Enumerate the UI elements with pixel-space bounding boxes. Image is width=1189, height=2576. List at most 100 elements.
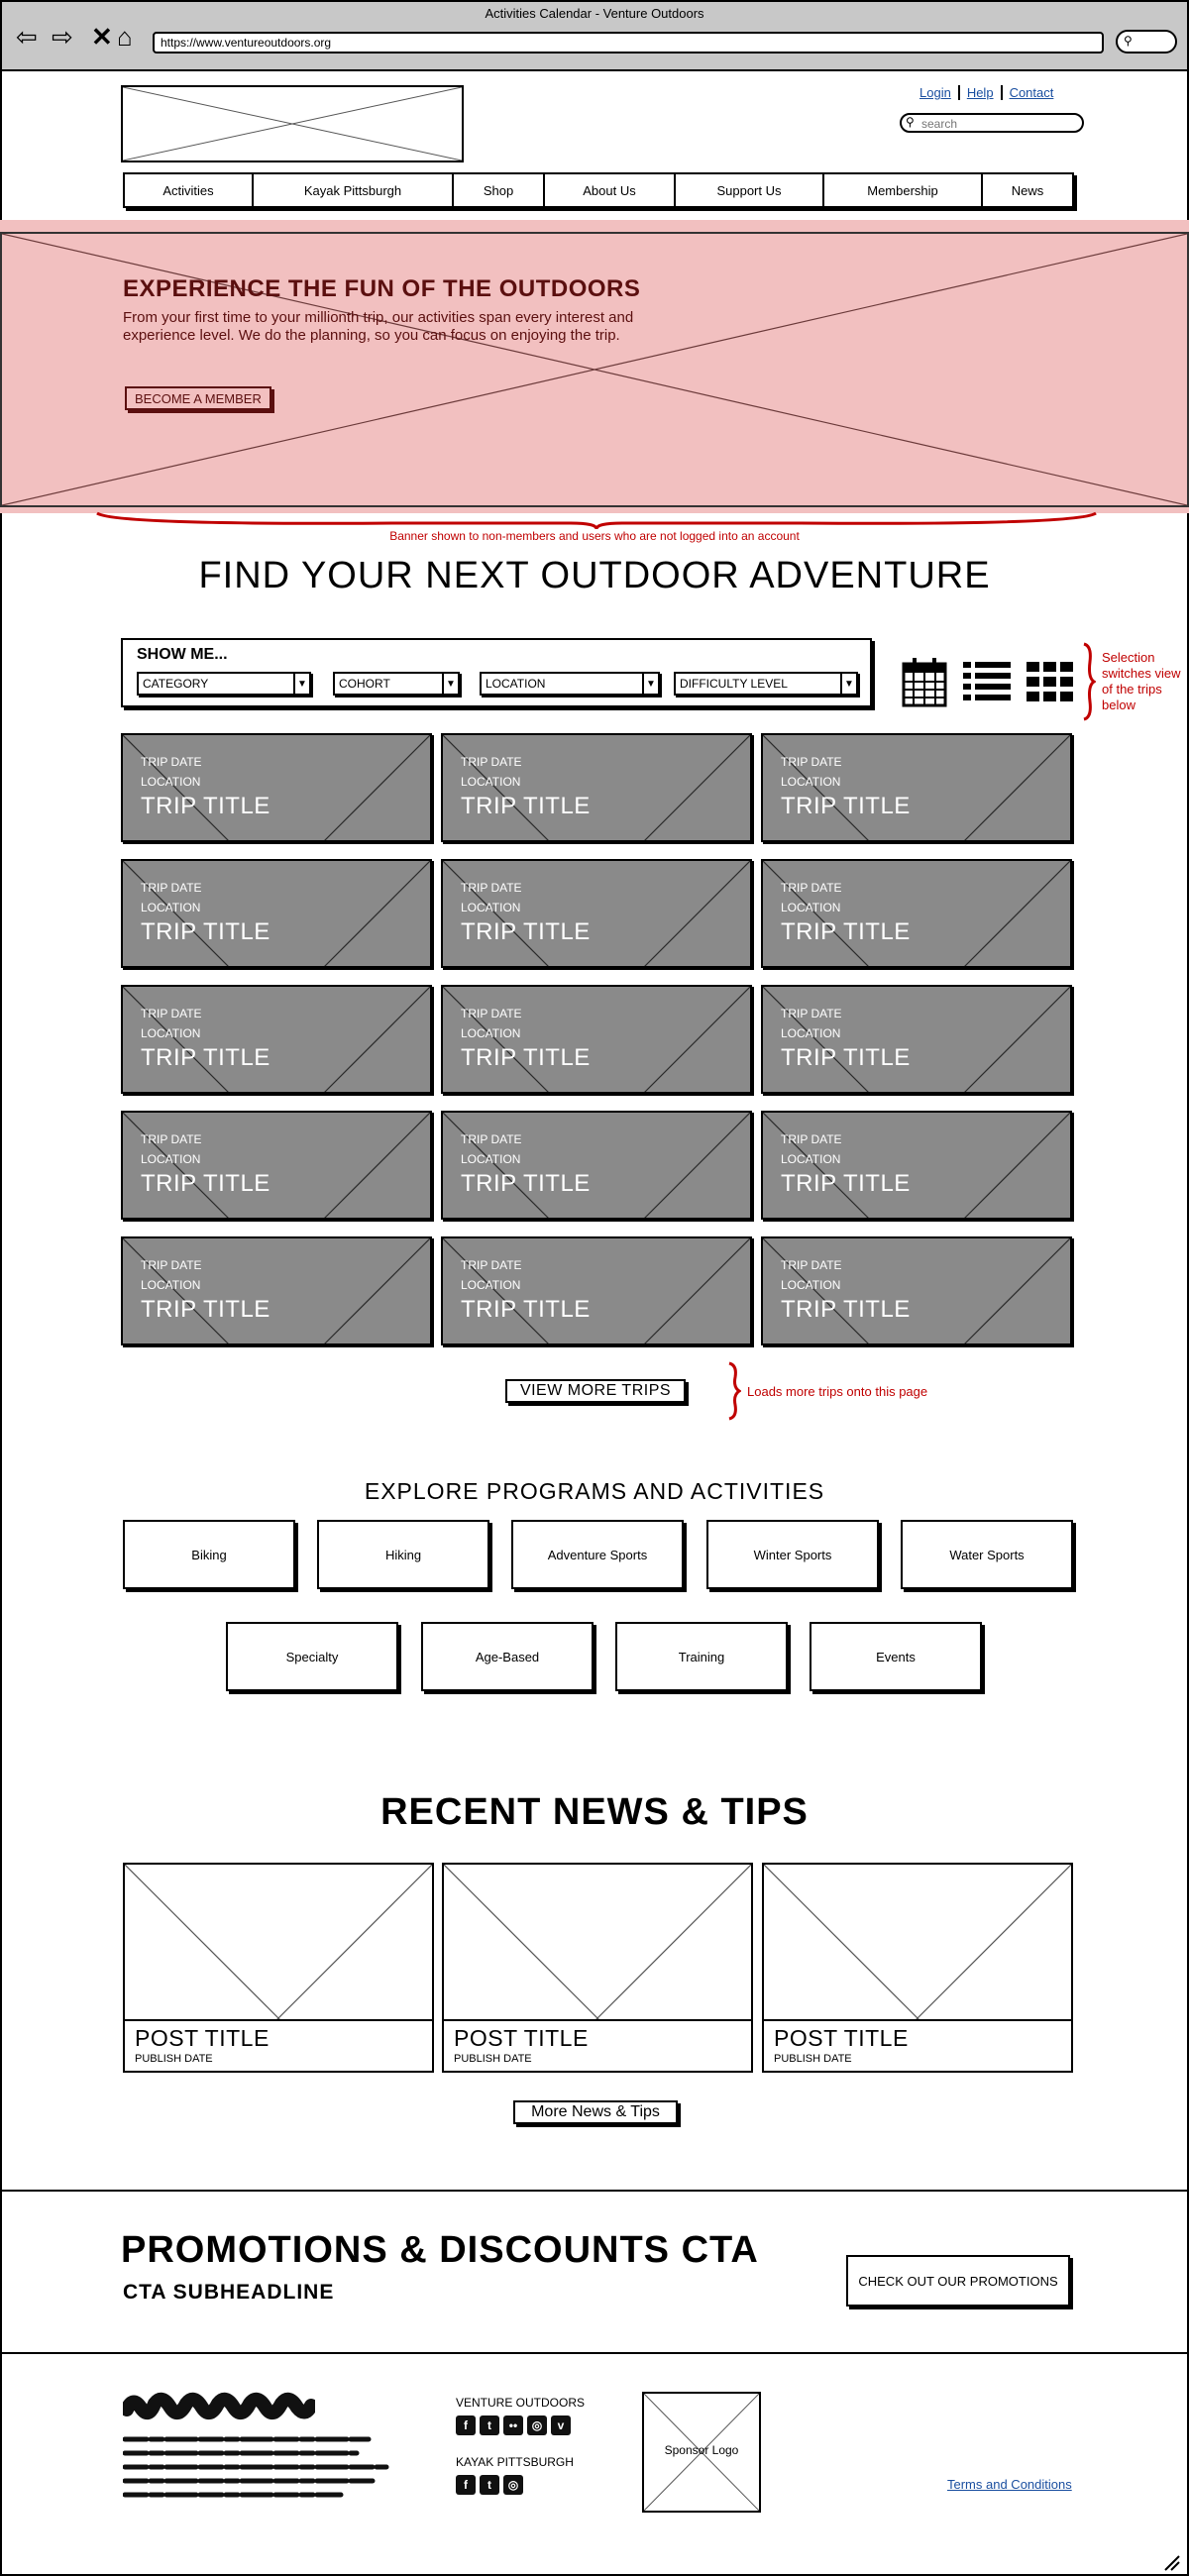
page-frame (0, 71, 1189, 2576)
program-age-based[interactable]: Age-Based (421, 1622, 594, 1691)
footer-description-scribble (123, 2436, 389, 2498)
chevron-down-icon: ▼ (293, 674, 309, 694)
instagram-icon[interactable]: ◎ (527, 2415, 547, 2435)
cohort-dropdown[interactable]: COHORT▼ (333, 672, 460, 696)
placeholder-x (123, 1238, 430, 1345)
trip-location: LOCATION (141, 1278, 201, 1292)
logo-placeholder[interactable] (121, 85, 464, 162)
trip-title: TRIP TITLE (781, 793, 911, 819)
nav-membership[interactable]: Membership (824, 174, 983, 206)
nav-activities[interactable]: Activities (125, 174, 254, 206)
vimeo-icon[interactable]: v (551, 2415, 571, 2435)
trip-location: LOCATION (461, 1152, 521, 1166)
trip-title: TRIP TITLE (141, 1296, 270, 1323)
chevron-down-icon: ▼ (642, 674, 658, 694)
resize-handle-icon[interactable] (1161, 2552, 1181, 2572)
program-adventure-sports[interactable]: Adventure Sports (511, 1520, 684, 1589)
search-icon: ⚲ (1124, 34, 1133, 48)
contact-link[interactable]: Contact (1009, 85, 1054, 100)
program-water-sports[interactable]: Water Sports (901, 1520, 1073, 1589)
list-view-icon[interactable] (963, 662, 1011, 701)
placeholder-x (443, 861, 750, 968)
trip-date: TRIP DATE (781, 881, 842, 895)
login-link[interactable]: Login (919, 85, 960, 100)
placeholder-x (443, 1113, 750, 1220)
placeholder-x (123, 735, 430, 842)
trip-date: TRIP DATE (461, 881, 522, 895)
grid-view-icon[interactable] (1027, 662, 1074, 701)
become-member-button[interactable]: BECOME A MEMBER (125, 386, 271, 410)
trip-location: LOCATION (461, 1278, 521, 1292)
twitter-icon[interactable]: t (480, 2415, 499, 2435)
calendar-view-icon[interactable] (902, 658, 947, 707)
nav-about-us[interactable]: About Us (545, 174, 676, 206)
trip-title: TRIP TITLE (461, 1044, 591, 1071)
help-link[interactable]: Help (960, 85, 1003, 100)
placeholder-x (443, 735, 750, 842)
program-biking[interactable]: Biking (123, 1520, 295, 1589)
trip-location: LOCATION (141, 1152, 201, 1166)
instagram-icon[interactable]: ◎ (503, 2475, 523, 2495)
trip-date: TRIP DATE (781, 1132, 842, 1146)
program-events[interactable]: Events (810, 1622, 982, 1691)
trip-date: TRIP DATE (781, 755, 842, 769)
program-training[interactable]: Training (615, 1622, 788, 1691)
more-news-button[interactable]: More News & Tips (513, 2100, 678, 2124)
nav-news[interactable]: News (1011, 182, 1044, 198)
program-specialty[interactable]: Specialty (226, 1622, 398, 1691)
placeholder-x (123, 861, 430, 968)
browser-search[interactable]: ⚲ (1116, 30, 1177, 54)
search-input[interactable] (900, 113, 1084, 133)
nav-kayak-pittsburgh[interactable]: Kayak Pittsburgh (254, 174, 454, 206)
trip-date: TRIP DATE (141, 881, 202, 895)
close-icon[interactable]: ✕ (91, 22, 113, 52)
back-icon[interactable]: ⇦ (16, 22, 38, 52)
nav-support-us[interactable]: Support Us (676, 174, 824, 206)
flickr-icon[interactable]: •• (503, 2415, 523, 2435)
home-icon[interactable]: ⌂ (117, 22, 133, 52)
difficulty-dropdown[interactable]: DIFFICULTY LEVEL▼ (674, 672, 858, 696)
twitter-icon[interactable]: t (480, 2475, 499, 2495)
forward-icon[interactable]: ⇨ (52, 22, 73, 52)
view-more-trips-button[interactable]: VIEW MORE TRIPS (505, 1379, 686, 1403)
url-bar[interactable]: https://www.ventureoutdoors.org (153, 32, 1104, 54)
placeholder-x (125, 1865, 432, 2021)
program-winter-sports[interactable]: Winter Sports (706, 1520, 879, 1589)
facebook-icon[interactable]: f (456, 2475, 476, 2495)
trip-title: TRIP TITLE (461, 918, 591, 945)
promotions-section: PROMOTIONS & DISCOUNTS CTA CTA SUBHEADLI… (0, 2190, 1189, 2354)
location-dropdown[interactable]: LOCATION▼ (480, 672, 660, 696)
category-dropdown[interactable]: CATEGORY▼ (137, 672, 311, 696)
placeholder-x (123, 987, 430, 1094)
nav-shop[interactable]: Shop (454, 174, 545, 206)
trip-filter-panel: SHOW ME... CATEGORY▼ COHORT▼ LOCATION▼ D… (121, 638, 872, 707)
program-hiking[interactable]: Hiking (317, 1520, 489, 1589)
promotions-button[interactable]: CHECK OUT OUR PROMOTIONS (846, 2255, 1070, 2307)
post-title: POST TITLE (774, 2025, 909, 2051)
trip-title: TRIP TITLE (461, 1170, 591, 1197)
facebook-icon[interactable]: f (456, 2415, 476, 2435)
banner-image-placeholder: EXPERIENCE THE FUN OF THE OUTDOORS From … (0, 232, 1189, 507)
terms-link[interactable]: Terms and Conditions (947, 2477, 1072, 2492)
sponsor-logo-placeholder[interactable]: Sponsor Logo (642, 2392, 761, 2513)
chevron-down-icon: ▼ (840, 674, 856, 694)
post-publish-date: PUBLISH DATE (454, 2053, 532, 2065)
